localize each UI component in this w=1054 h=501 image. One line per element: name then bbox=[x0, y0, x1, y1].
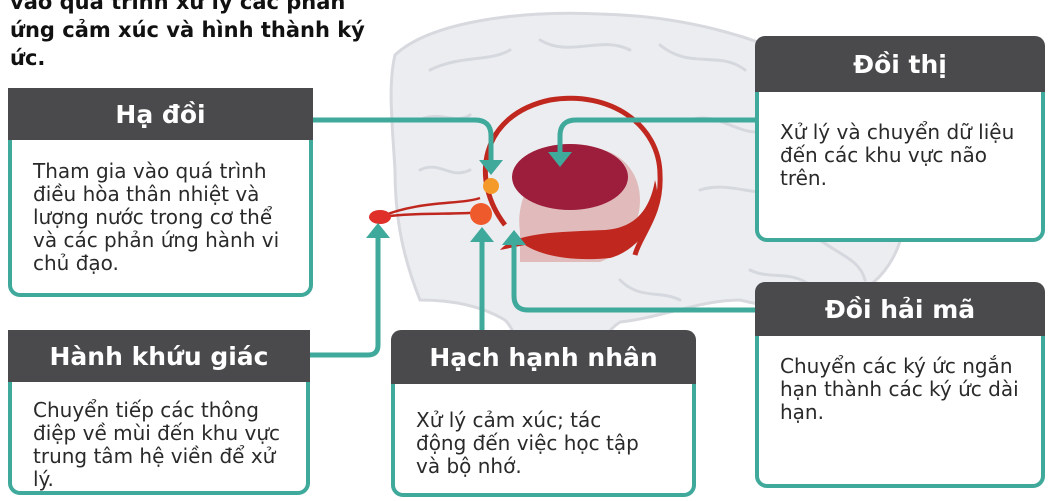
thalamus-title: Đồi thị bbox=[755, 36, 1045, 92]
amygdala-description: Xử lý cảm xúc; tác động đến việc học tập… bbox=[416, 409, 656, 478]
olfactory-bulb-shape bbox=[369, 210, 391, 224]
olfactory-bulb-description: Chuyển tiếp các thông điệp về mùi đến kh… bbox=[33, 399, 293, 491]
hippocampus-description: Chuyển các ký ức ngắn hạn thành các ký ứ… bbox=[780, 355, 1020, 424]
olfactory-bulb-title: Hành khứu giác bbox=[8, 330, 310, 382]
hypothalamus-title: Hạ đồi bbox=[8, 88, 313, 140]
olfactory-arrowhead bbox=[366, 223, 390, 238]
hippocampus-title: Đồi hải mã bbox=[755, 282, 1045, 336]
thalamus-description: Xử lý và chuyển dữ liệu đến các khu vực … bbox=[780, 121, 1020, 190]
hypothalamus-description: Tham gia vào quá trình điều hòa thân nhi… bbox=[33, 160, 288, 275]
olfactory-connector bbox=[310, 238, 378, 355]
amygdala-title: Hạch hạnh nhân bbox=[391, 330, 696, 384]
hypothalamus-shape bbox=[483, 178, 499, 194]
amygdala-shape bbox=[470, 203, 492, 225]
